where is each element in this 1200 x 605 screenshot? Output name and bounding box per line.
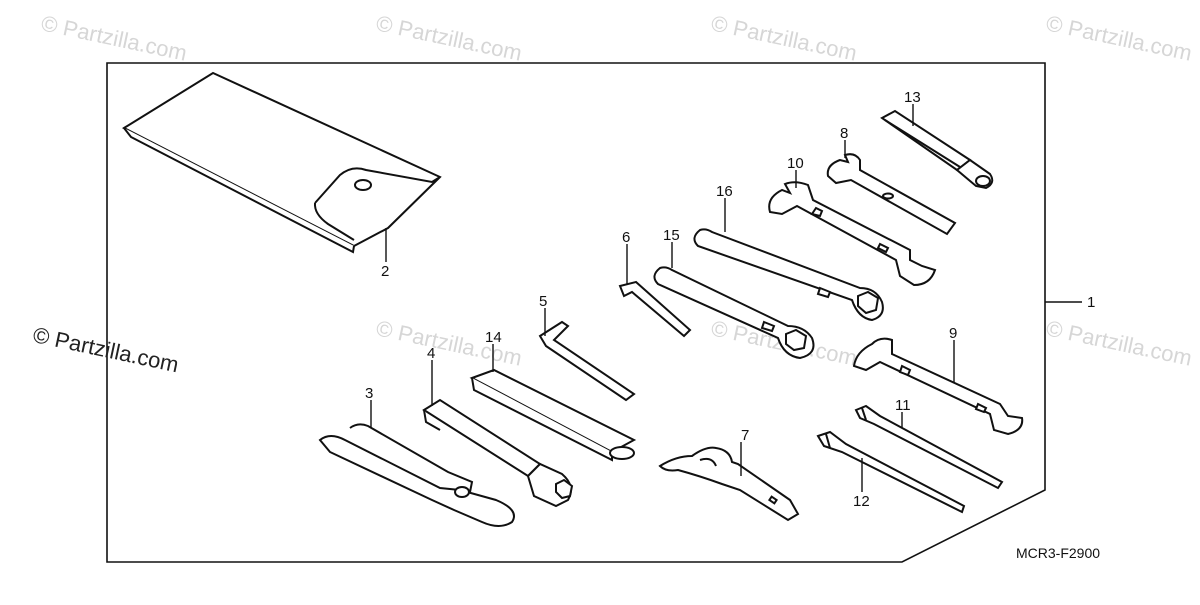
watermark: © Partzilla.com xyxy=(1044,315,1194,370)
part-8-open-wrench xyxy=(826,153,957,236)
watermark: © Partzilla.com xyxy=(709,10,859,65)
watermarks: © Partzilla.com © Partzilla.com © Partzi… xyxy=(39,10,1194,370)
assembly-frame xyxy=(106,62,1046,563)
part-4-plug-wrench xyxy=(422,398,574,508)
part-9-double-open-wrench xyxy=(852,337,1024,436)
part-15-wrench xyxy=(653,266,815,360)
callout-7: 7 xyxy=(741,427,749,444)
part-6-hex-key xyxy=(618,280,692,338)
callout-11: 11 xyxy=(895,397,911,414)
callout-16: 16 xyxy=(716,183,733,200)
callout-5: 5 xyxy=(539,293,547,310)
watermark: © Partzilla.com xyxy=(1044,10,1194,65)
part-2-tool-bag xyxy=(121,71,442,254)
callout-10: 10 xyxy=(787,155,804,172)
diagram-code: MCR3-F2900 xyxy=(1016,545,1100,561)
part-13-screwdriver-grip xyxy=(880,109,994,190)
callouts: 1 2 3 4 5 6 7 8 9 10 11 12 13 14 15 16 xyxy=(365,89,1095,510)
part-5-hex-key xyxy=(538,320,636,402)
callout-6: 6 xyxy=(622,229,630,246)
callout-13: 13 xyxy=(904,89,921,106)
part-7-pin-spanner xyxy=(658,446,800,522)
part-3-pliers xyxy=(318,423,515,527)
part-12-screwdriver xyxy=(816,430,966,514)
watermark: © Partzilla.com xyxy=(39,10,189,65)
callout-15: 15 xyxy=(663,227,680,244)
callout-12: 12 xyxy=(853,493,870,510)
callout-14: 14 xyxy=(485,329,502,346)
callout-3: 3 xyxy=(365,385,373,402)
leader-lines xyxy=(370,104,1082,492)
callout-1: 1 xyxy=(1087,294,1095,311)
watermark: © Partzilla.com xyxy=(374,10,524,65)
part-14-handle-pipe xyxy=(469,368,637,462)
callout-9: 9 xyxy=(949,325,957,342)
callout-4: 4 xyxy=(427,345,435,362)
part-11-screwdriver xyxy=(854,404,1004,490)
part-16-wrench xyxy=(693,228,884,322)
callout-2: 2 xyxy=(381,263,389,280)
callout-8: 8 xyxy=(840,125,848,142)
